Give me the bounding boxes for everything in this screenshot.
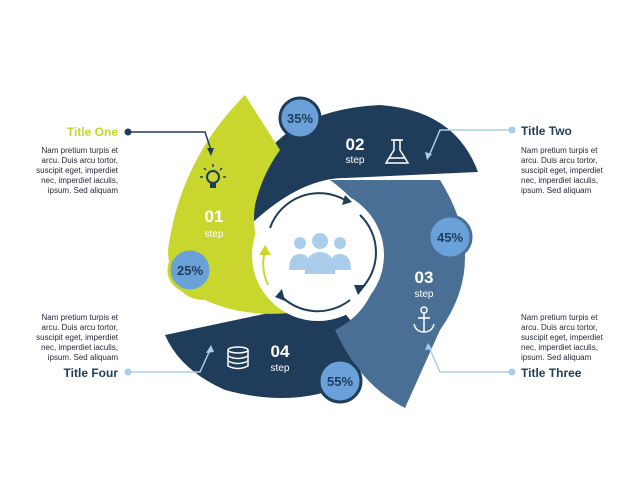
text-line: suscipit eget, imperdiet bbox=[521, 333, 603, 342]
step-04-label: step bbox=[271, 363, 290, 374]
title-two-text: Nam pretium turpis et arcu. Duis arcu to… bbox=[521, 146, 631, 196]
title-four-text: Nam pretium turpis et arcu. Duis arcu to… bbox=[8, 313, 118, 363]
anchor-icon bbox=[413, 306, 435, 333]
flask-icon bbox=[384, 139, 410, 164]
percent-bubble-04 bbox=[317, 358, 363, 404]
cycle-arrowhead-right bbox=[354, 285, 366, 295]
step-01-number: 01 bbox=[205, 207, 224, 226]
lightbulb-icon bbox=[200, 164, 226, 188]
percent-04: 55% bbox=[327, 374, 353, 389]
percent-bubble-03 bbox=[427, 214, 473, 260]
cycle-arrow-bottom bbox=[279, 294, 351, 313]
title-three-text: Nam pretium turpis et arcu. Duis arcu to… bbox=[521, 313, 631, 363]
title-four: Title Four bbox=[63, 366, 118, 380]
connector-title-two bbox=[425, 126, 516, 160]
database-icon bbox=[227, 346, 249, 370]
people-group-icon bbox=[289, 233, 351, 274]
step-03-label: step bbox=[415, 289, 434, 300]
percent-bubble-02 bbox=[278, 96, 322, 140]
segment-step-04 bbox=[165, 300, 364, 398]
cycle-arrowhead-top bbox=[342, 195, 352, 205]
cycle-arrow-right bbox=[359, 214, 377, 291]
connector-title-one bbox=[124, 128, 214, 156]
cycle-arrowhead-bottom bbox=[275, 289, 285, 301]
step-03-number: 03 bbox=[415, 268, 434, 287]
text-line: suscipit eget, imperdiet bbox=[36, 333, 118, 342]
text-line: ipsum. Sed aliquam bbox=[47, 186, 118, 195]
text-line: ipsum. Sed aliquam bbox=[521, 353, 592, 362]
text-line: arcu. Duis arcu tortor, bbox=[521, 323, 598, 332]
text-line: ipsum. Sed aliquam bbox=[47, 353, 118, 362]
title-one: Title One bbox=[66, 125, 118, 139]
title-two: Title Two bbox=[521, 124, 572, 138]
text-line: suscipit eget, imperdiet bbox=[521, 166, 603, 175]
percent-02: 35% bbox=[287, 111, 313, 126]
cycle-arrowhead-left bbox=[259, 245, 271, 255]
step-02-number: 02 bbox=[346, 135, 365, 154]
text-line: Nam pretium turpis et bbox=[521, 313, 598, 322]
title-three: Title Three bbox=[521, 366, 582, 380]
step-01-label: step bbox=[205, 229, 224, 240]
title-one-text: Nam pretium turpis et arcu. Duis arcu to… bbox=[8, 146, 118, 196]
connector-title-three bbox=[425, 343, 516, 376]
step-04-number: 04 bbox=[271, 342, 290, 361]
percent-03: 45% bbox=[437, 230, 463, 245]
text-line: Nam pretium turpis et bbox=[41, 313, 118, 322]
text-line: arcu. Duis arcu tortor, bbox=[521, 156, 598, 165]
text-line: arcu. Duis arcu tortor, bbox=[41, 156, 118, 165]
text-line: nec, imperdiet iaculis, bbox=[521, 343, 598, 352]
text-line: Nam pretium turpis et bbox=[41, 146, 118, 155]
text-line: nec, imperdiet iaculis, bbox=[41, 343, 118, 352]
text-line: Nam pretium turpis et bbox=[521, 146, 598, 155]
step-02-label: step bbox=[346, 155, 365, 166]
text-line: suscipit eget, imperdiet bbox=[36, 166, 118, 175]
percent-bubble-01 bbox=[167, 247, 213, 293]
text-line: nec, imperdiet iaculis, bbox=[521, 176, 598, 185]
text-line: arcu. Duis arcu tortor, bbox=[41, 323, 118, 332]
text-line: ipsum. Sed aliquam bbox=[521, 186, 592, 195]
cycle-arrow-top bbox=[269, 192, 346, 229]
connector-title-four bbox=[124, 345, 214, 376]
text-line: nec, imperdiet iaculis, bbox=[41, 176, 118, 185]
percent-01: 25% bbox=[177, 263, 203, 278]
